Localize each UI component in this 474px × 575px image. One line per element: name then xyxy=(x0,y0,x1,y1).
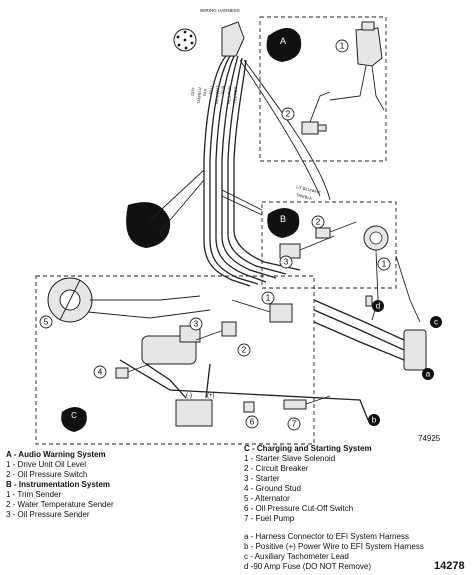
callout-c: c xyxy=(430,316,442,328)
legend-item: 5 - Alternator xyxy=(244,494,290,503)
legend-note: b - Positive (+) Power Wire to EFI Syste… xyxy=(244,542,424,551)
svg-text:1: 1 xyxy=(382,260,387,269)
marker-c-label: C xyxy=(71,411,77,420)
callout-a: a xyxy=(422,368,434,380)
drive-unit-oil-level-reservoir xyxy=(329,21,385,111)
circuit-breaker xyxy=(221,321,237,337)
svg-text:c: c xyxy=(434,318,438,327)
wire-label: GRY xyxy=(190,87,196,96)
callout-3-b: 3 xyxy=(279,255,293,269)
svg-text:7: 7 xyxy=(292,420,297,429)
callout-2-top: 2 xyxy=(281,107,295,121)
svg-text:2: 2 xyxy=(286,110,291,119)
wire-label: TAN/BLK xyxy=(296,192,313,201)
oil-pressure-cutoff-switch xyxy=(243,401,255,413)
callout-1-b: 1 xyxy=(377,257,391,271)
callout-3-c: 3 xyxy=(189,317,203,331)
callout-2-b: 2 xyxy=(311,215,325,229)
legend-item: 1 - Drive Unit Oil Level xyxy=(6,460,87,469)
battery-minus: (-) xyxy=(186,393,192,399)
svg-text:1: 1 xyxy=(266,294,271,303)
wire-labels: GRY TAN/BLU BLK BLU BRN/WHT PUR RED/PUR … xyxy=(190,85,322,201)
legend-section-a: A - Audio Warning System xyxy=(6,450,106,459)
wire-label: BLK xyxy=(202,88,208,96)
svg-text:6: 6 xyxy=(250,418,255,427)
battery: (-) (+) xyxy=(145,363,215,427)
wire-label: PUR xyxy=(220,85,226,94)
marker-b-label: B xyxy=(280,214,286,224)
legend-section-c: C - Charging and Starting System xyxy=(244,444,372,453)
legend-note: d -90 Amp Fuse (DO NOT Remove) xyxy=(244,562,371,571)
ground-stud xyxy=(115,363,151,379)
svg-text:2: 2 xyxy=(316,218,321,227)
legend-item: 1 - Starter Slave Solenoid xyxy=(244,454,336,463)
legend-note: a - Harness Connector to EFI System Harn… xyxy=(244,532,409,541)
legend-item: 6 - Oil Pressure Cut-Off Switch xyxy=(244,504,354,513)
callout-b: b xyxy=(368,414,380,426)
fuel-pump xyxy=(283,395,331,410)
wire-bundle xyxy=(149,55,331,287)
svg-text:1: 1 xyxy=(340,42,345,51)
starter-slave-solenoid xyxy=(231,299,293,323)
harness-connector xyxy=(173,21,245,57)
callout-d: d xyxy=(372,300,384,312)
marker-a-label: A xyxy=(280,36,286,46)
top-label: WIRING HARNESS xyxy=(200,8,240,13)
legend-item: 4 - Ground Stud xyxy=(244,484,301,493)
legend-item: 7 - Fuel Pump xyxy=(244,514,295,523)
auxiliary-tachometer-lead xyxy=(395,255,421,323)
wire-label: RED/PUR xyxy=(226,86,232,104)
callout-1-top: 1 xyxy=(335,39,349,53)
legend-note: c - Auxiliary Tachometer Lead xyxy=(244,552,349,561)
callout-4-c: 4 xyxy=(93,365,107,379)
corner-code: 14278 xyxy=(434,560,465,572)
wire-label: BLU xyxy=(208,86,214,94)
svg-text:3: 3 xyxy=(284,258,289,267)
callout-7-c: 7 xyxy=(287,417,301,431)
amp-fuse xyxy=(365,295,373,307)
battery-plus: (+) xyxy=(207,393,215,399)
legend-item: 2 - Water Temperature Sender xyxy=(6,500,114,509)
svg-text:2: 2 xyxy=(242,346,247,355)
svg-text:a: a xyxy=(426,370,431,379)
marker-c: C xyxy=(61,407,87,432)
marker-c-large xyxy=(126,202,171,248)
svg-text:d: d xyxy=(376,302,380,311)
alternator xyxy=(47,277,211,323)
starter-motor xyxy=(141,325,225,365)
legend-right: C - Charging and Starting System 1 - Sta… xyxy=(244,444,424,572)
legend-item: 3 - Oil Pressure Sender xyxy=(6,510,90,519)
oil-pressure-switch xyxy=(301,91,331,135)
wire-label: LIT BLU/WHT xyxy=(296,184,322,195)
efi-harness-connector xyxy=(313,299,427,371)
legend-section-b: B - Instrumentation System xyxy=(6,480,111,489)
legend-item: 2 - Oil Pressure Switch xyxy=(6,470,88,479)
callout-6-c: 6 xyxy=(245,415,259,429)
instrumentation-box xyxy=(261,201,397,289)
oil-pressure-sender xyxy=(279,235,335,259)
callout-2-c: 2 xyxy=(237,343,251,357)
wire-label: BRN/WHT xyxy=(214,85,220,105)
svg-text:3: 3 xyxy=(194,320,199,329)
figure-number: 74925 xyxy=(418,434,441,443)
wire-label: YEL/RED xyxy=(232,87,238,105)
legend-item: 1 - Trim Sender xyxy=(6,490,62,499)
wire-label: TAN/BLU xyxy=(196,87,202,104)
svg-text:4: 4 xyxy=(98,368,103,377)
audio-warning-box xyxy=(259,16,387,162)
callout-5-c: 5 xyxy=(39,315,53,329)
charging-starting-box xyxy=(35,275,315,445)
svg-text:5: 5 xyxy=(44,318,49,327)
legend-item: 2 - Circuit Breaker xyxy=(244,464,309,473)
legend-left: A - Audio Warning System 1 - Drive Unit … xyxy=(6,450,114,520)
svg-text:b: b xyxy=(372,416,377,425)
marker-a: A xyxy=(266,28,302,62)
marker-b: B xyxy=(267,208,300,238)
callout-1-c: 1 xyxy=(261,291,275,305)
positive-power-wire xyxy=(119,359,369,421)
water-temperature-sender xyxy=(315,221,357,239)
legend-item: 3 - Starter xyxy=(244,474,280,483)
